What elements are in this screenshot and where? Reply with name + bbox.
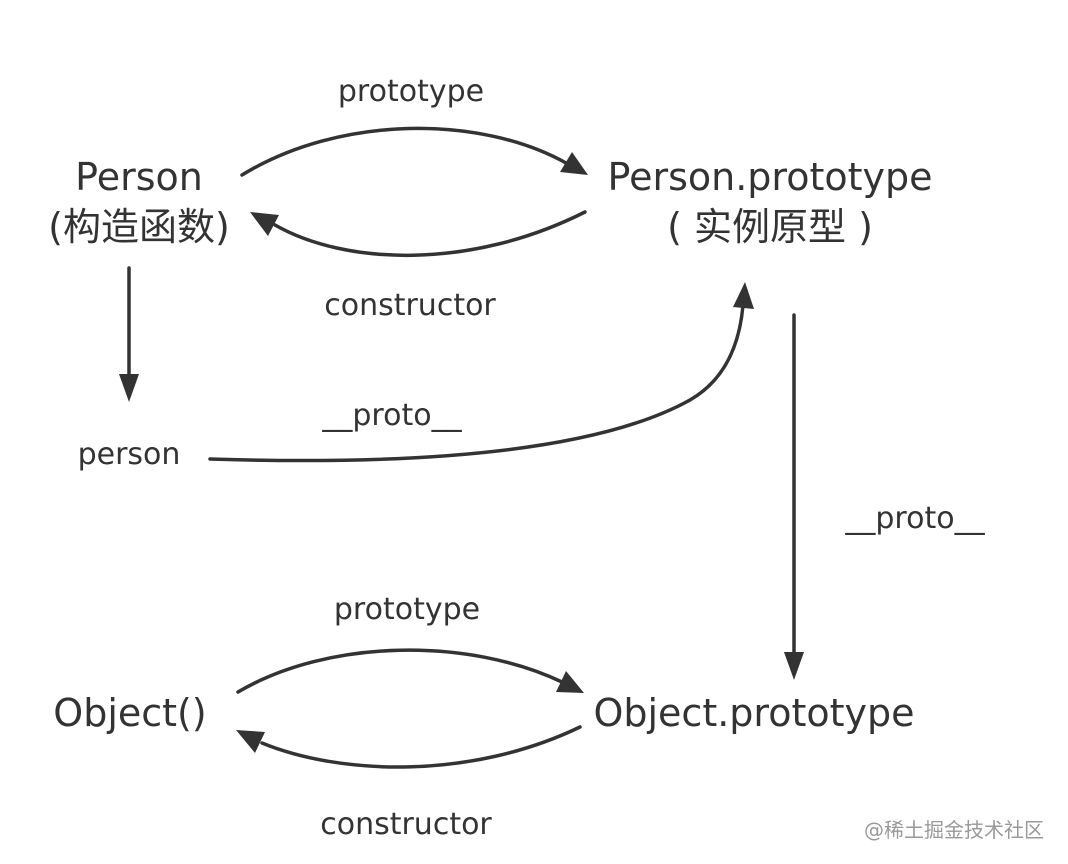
- arrowhead-person-constructor: [250, 212, 279, 236]
- label-object-prototype: prototype: [334, 592, 480, 627]
- arrowhead-object-constructor: [236, 730, 265, 753]
- arrowhead-object-prototype: [556, 671, 584, 693]
- node-object: Object(): [53, 691, 206, 735]
- arrowhead-person-proto: [733, 282, 754, 309]
- arrowhead-personprototype-proto: [784, 652, 804, 680]
- label-person-proto: __proto__: [321, 398, 462, 433]
- edge-object-constructor: [260, 725, 582, 769]
- label-object-constructor: constructor: [320, 807, 492, 842]
- label-personprototype-proto: __proto__: [844, 501, 985, 536]
- edge-object-prototype: [236, 648, 564, 694]
- label-person-prototype: prototype: [338, 74, 484, 109]
- node-person-prototype-note: ( 实例原型 ): [667, 205, 873, 249]
- label-person-constructor: constructor: [324, 288, 496, 323]
- node-person-prototype: Person.prototype: [608, 155, 933, 199]
- arrowhead-person-instance: [119, 374, 139, 402]
- arrowhead-person-prototype: [560, 152, 588, 175]
- node-person-note: (构造函数): [48, 205, 230, 249]
- node-person-instance: person: [78, 437, 181, 472]
- watermark: @稀土掘金技术社区: [864, 818, 1044, 842]
- edge-person-proto: [208, 303, 745, 463]
- node-object-prototype: Object.prototype: [593, 691, 914, 735]
- node-person: Person: [75, 155, 203, 199]
- edge-person-prototype: [240, 126, 568, 177]
- edge-person-constructor: [273, 210, 587, 258]
